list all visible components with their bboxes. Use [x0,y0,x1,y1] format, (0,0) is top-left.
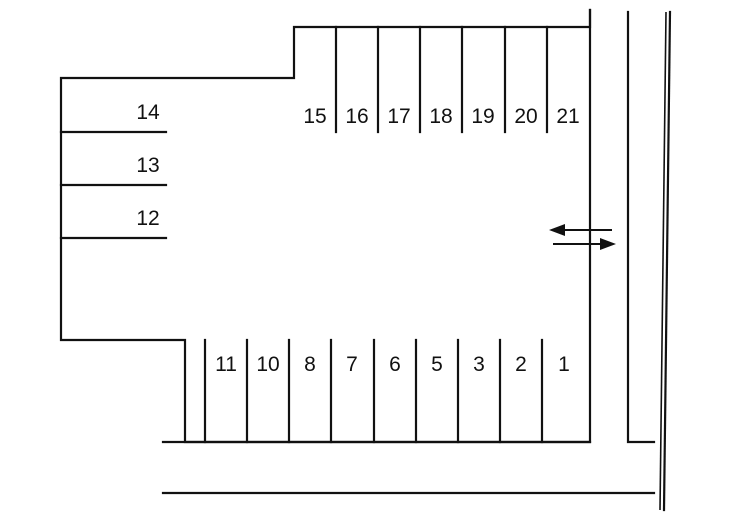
space-number: 14 [136,101,160,124]
space-number: 10 [256,353,279,376]
space-number: 15 [303,105,326,128]
arrow-left-icon [549,224,612,236]
top-row-dividers [334,25,549,134]
space-number: 12 [136,207,159,230]
left-column-dividers [59,130,168,240]
arrow-right-icon [553,238,616,250]
road-right-outer-edge [662,10,672,512]
space-number: 20 [514,105,537,128]
space-number: 13 [136,154,159,177]
left-column-labels: 14 13 12 [136,101,160,230]
space-number: 19 [471,105,494,128]
space-number: 5 [431,353,443,376]
road-edges [161,10,672,512]
space-number: 7 [346,353,358,376]
space-number: 18 [429,105,452,128]
entrance-arrows [549,224,616,250]
space-number: 8 [304,353,316,376]
space-number: 3 [473,353,485,376]
road-right-outer-edge-double [659,11,667,511]
space-number: 1 [558,353,570,376]
road-right-inner-edge [626,10,656,444]
space-number: 21 [556,105,579,128]
space-number: 16 [345,105,368,128]
space-number: 17 [387,105,410,128]
top-row-labels: 15 16 17 18 19 20 21 [303,105,579,128]
space-number: 2 [515,353,527,376]
space-number: 6 [389,353,401,376]
space-number: 11 [215,353,237,376]
bottom-row-dividers [203,338,544,444]
bottom-row-labels: 11 10 8 7 6 5 3 2 1 [215,353,570,376]
